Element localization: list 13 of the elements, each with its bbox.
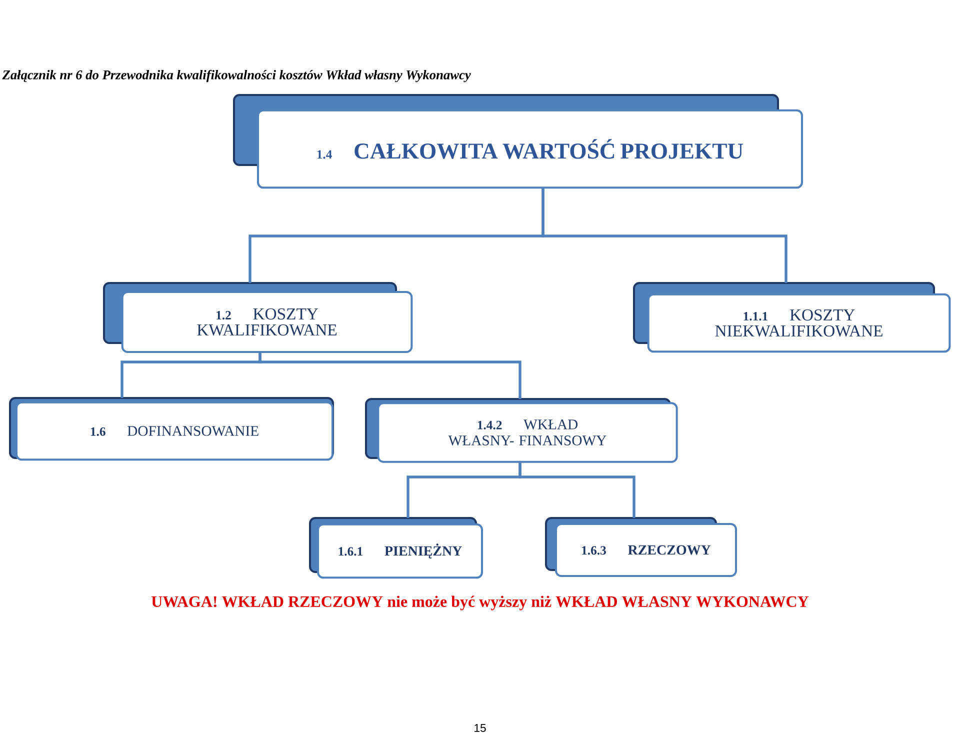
process-box: 1.4.2 WKŁAD WŁASNY- FINANSOWY <box>365 398 678 463</box>
process-box: 1.4 CAŁKOWITA WARTOŚĆ PROJEKTU <box>233 94 803 189</box>
process-box: 1.1.1 KOSZTY NIEKWALIFIKOWANE <box>633 282 951 353</box>
process-box: 1.6 DOFINANSOWANIE <box>9 397 334 461</box>
warning-note: UWAGA! WKŁAD RZECZOWY nie może być wyższy niż WKŁAD WŁASNY WYKONAWCY <box>152 596 809 610</box>
process-box: 1.6.1 PIENIĘŻNY <box>309 517 483 579</box>
document-heading: Załącznik nr 6 do Przewodnika kwalifikowalności kosztów Wkład własny Wykonawcy <box>2 70 471 82</box>
process-box: 1.6.3 RZECZOWY <box>545 517 737 577</box>
connector <box>518 462 636 518</box>
connector <box>542 188 788 283</box>
connector <box>258 352 522 399</box>
page-number: 15 <box>474 724 486 732</box>
process-box: 1.2 KOSZTY KWALIFIKOWANE <box>103 282 413 353</box>
